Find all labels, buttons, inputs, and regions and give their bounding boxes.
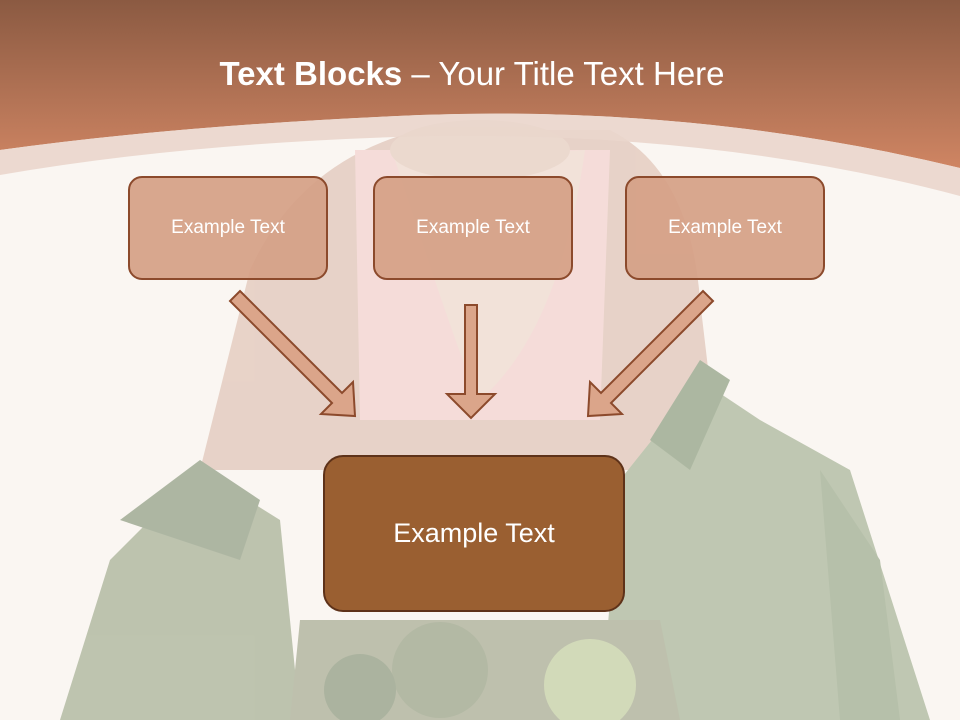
text-block-3[interactable]: Example Text [625,176,825,280]
text-block-3-label: Example Text [668,217,782,238]
arrow-left [228,289,357,418]
text-block-2-label: Example Text [416,217,530,238]
text-block-2[interactable]: Example Text [373,176,573,280]
slide-title: Text Blocks – Your Title Text Here [0,52,944,96]
title-rest: – Your Title Text Here [402,55,725,92]
center-text-block[interactable]: Example Text [323,455,625,612]
arrow-right [586,289,715,418]
text-block-1-label: Example Text [171,217,285,238]
title-bold: Text Blocks [219,55,403,92]
text-block-1[interactable]: Example Text [128,176,328,280]
center-text-block-label: Example Text [393,518,555,548]
arrow-middle [444,304,498,420]
